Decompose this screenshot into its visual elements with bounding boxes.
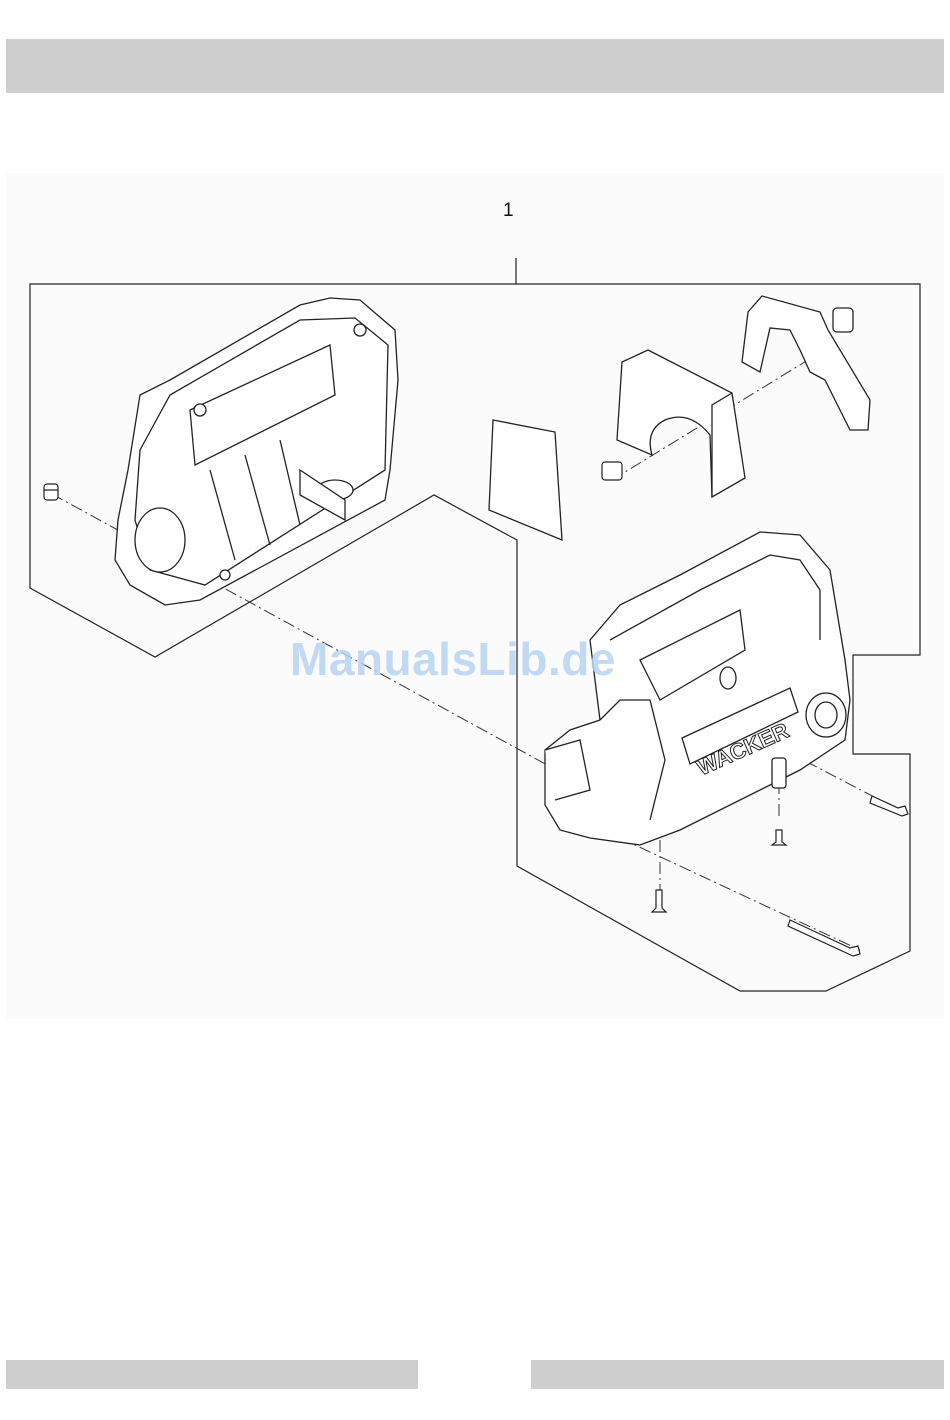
brand-label: WACKER: [693, 718, 793, 781]
watermark: ManualsLib.de: [290, 632, 616, 686]
footer-bar-left: [6, 1360, 418, 1389]
footer-bar-right: [531, 1360, 944, 1389]
